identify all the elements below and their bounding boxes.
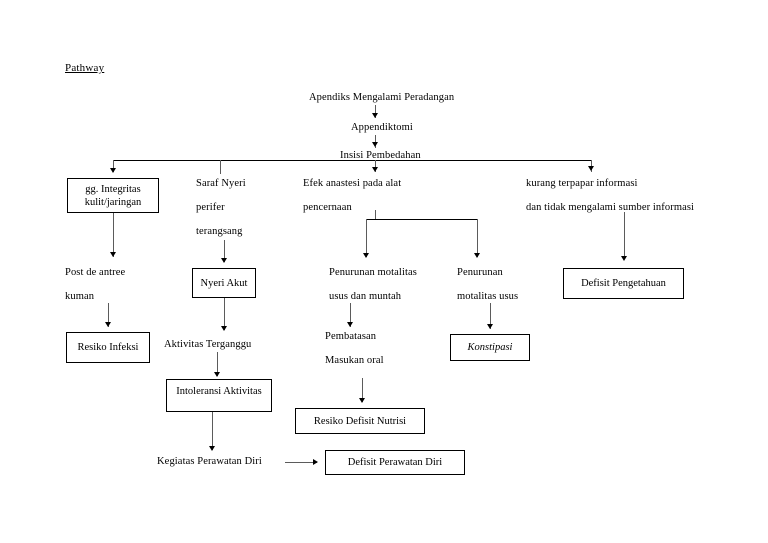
node-gg-integritas-kulit-jaringan: gg. Integritas kulit/jaringan bbox=[67, 178, 159, 213]
edge-bus-arrow-left bbox=[109, 168, 116, 173]
edge-n15-n18-line bbox=[362, 378, 363, 402]
edge-n6-split-stem bbox=[375, 210, 376, 220]
edge-n11-n16-arrow bbox=[486, 324, 493, 329]
edge-n11-n16-line bbox=[490, 303, 491, 329]
edge-n6-n10-arrow bbox=[362, 253, 369, 258]
node-intoleransi-aktivitas: Intoleransi Aktivitas bbox=[166, 379, 272, 412]
edge-n17-n19-line bbox=[212, 412, 213, 450]
node-penurunan-motalitas-usus: Penurunan motalitas usus bbox=[457, 267, 519, 302]
node-efek-anastesi-pada-alat-pencernaan: Efek anastesi pada alat pencernaan bbox=[303, 178, 402, 213]
edge-n10-n15-line bbox=[350, 303, 351, 327]
edge-n8-n13-line bbox=[108, 303, 109, 327]
edge-n6-n10-line bbox=[366, 219, 367, 257]
edge-n4-n8-arrow bbox=[109, 252, 116, 257]
edge-bus-drop-saraf bbox=[220, 160, 221, 174]
edge-bus-arrow-efek bbox=[371, 167, 378, 172]
edge-bus-horizontal bbox=[113, 160, 591, 162]
edge-n6-n11-arrow bbox=[473, 253, 480, 258]
node-resiko-defisit-nutrisi: Resiko Defisit Nutrisi bbox=[295, 408, 425, 434]
page-title: Pathway bbox=[65, 62, 105, 74]
edge-n6-split-bar bbox=[366, 219, 477, 221]
edge-n14-n17-arrow bbox=[213, 372, 220, 377]
edge-n1-n2-arrow bbox=[371, 113, 378, 118]
node-aktivitas-terganggu: Aktivitas Terganggu bbox=[164, 339, 252, 350]
edge-n4-n8-line bbox=[113, 213, 114, 257]
node-defisit-perawatan-diri: Defisit Perawatan Diri bbox=[325, 450, 465, 475]
edge-n17-n19-arrow bbox=[208, 446, 215, 451]
edge-n7-n12-arrow bbox=[620, 256, 627, 261]
node-nyeri-akut: Nyeri Akut bbox=[192, 268, 256, 298]
node-penurunan-motalitas-usus-dan-muntah: Penurunan motalitas usus dan muntah bbox=[329, 267, 417, 302]
edge-n10-n15-arrow bbox=[346, 322, 353, 327]
node-kegiatas-perawatan-diri: Kegiatas Perawatan Diri bbox=[157, 456, 262, 467]
edge-n19-n20-arrow bbox=[313, 458, 318, 465]
node-kurang-terpapar-informasi: kurang terpapar informasi dan tidak meng… bbox=[526, 178, 695, 213]
node-resiko-infeksi: Resiko Infeksi bbox=[66, 332, 150, 363]
edge-bus-drop-efek bbox=[375, 160, 376, 172]
edge-n1-n2-line bbox=[375, 105, 376, 118]
edge-bus-arrow-right bbox=[587, 166, 594, 171]
node-insisi-pembedahan: Insisi Pembedahan bbox=[340, 150, 421, 161]
node-post-de-antree-kuman: Post de antree kuman bbox=[65, 267, 126, 302]
edge-n5-n9-line bbox=[224, 240, 225, 262]
edge-n6-n11-line bbox=[477, 219, 478, 257]
edge-n5-n9-arrow bbox=[220, 258, 227, 263]
node-saraf-nyeri-perifer-terangsang: Saraf Nyeri perifer terangsang bbox=[196, 178, 246, 237]
edge-bus-drop-left bbox=[113, 160, 114, 172]
node-apendiks-mengalami-peradangan: Apendiks Mengalami Peradangan bbox=[309, 92, 455, 103]
edge-n9-n14-arrow bbox=[220, 326, 227, 331]
edge-n9-n14-line bbox=[224, 298, 225, 330]
edge-n2-n3-line bbox=[375, 135, 376, 148]
node-pembatasan-masukan-oral: Pembatasan Masukan oral bbox=[325, 331, 384, 366]
node-defisit-pengetahuan: Defisit Pengetahuan bbox=[563, 268, 684, 299]
edge-n2-n3-arrow bbox=[371, 142, 378, 147]
node-konstipasi: Konstipasi bbox=[450, 334, 530, 361]
edge-n7-n12-line bbox=[624, 212, 625, 258]
node-appendiktomi: Appendiktomi bbox=[351, 122, 413, 133]
edge-n15-n18-arrow bbox=[358, 398, 365, 403]
edge-n14-n17-line bbox=[217, 352, 218, 376]
edge-n8-n13-arrow bbox=[104, 322, 111, 327]
edge-n19-n20-line bbox=[285, 462, 317, 463]
